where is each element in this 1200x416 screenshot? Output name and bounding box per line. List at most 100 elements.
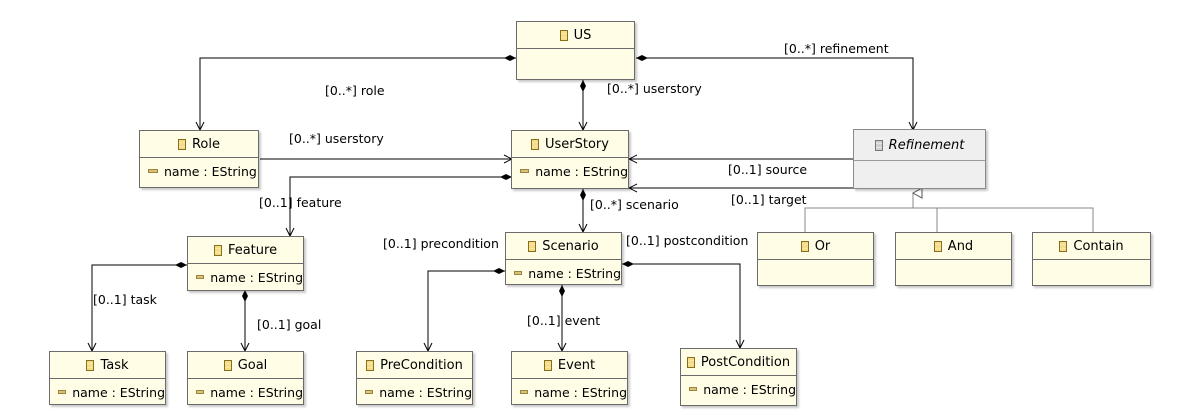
class-feature-name: Feature [227, 242, 278, 258]
edge-label-event: [0..1] event [527, 313, 601, 328]
class-task-header: Task [50, 352, 165, 378]
class-scenario-name: Scenario [542, 238, 599, 254]
class-goal-attr[interactable]: name : EString [188, 378, 303, 402]
class-us-body [517, 48, 634, 72]
class-userstory-name: UserStory [545, 136, 609, 152]
class-or-name: Or [814, 238, 831, 254]
edge-label-role: [0..*] role [325, 83, 385, 98]
class-postcondition-attr[interactable]: name : EString [681, 375, 796, 399]
class-event-name: Event [557, 357, 596, 373]
class-precondition-header: PreCondition [357, 352, 472, 378]
edge-label-postcondition: [0..1] postcondition [626, 233, 749, 248]
class-contain-name: Contain [1073, 238, 1124, 254]
attribute-icon [196, 275, 205, 279]
attribute-icon [196, 390, 205, 394]
class-role-name: Role [191, 136, 220, 152]
edge-label-feature: [0..1] feature [259, 195, 342, 210]
edge-label-scenario: [0..*] scenario [590, 197, 679, 212]
class-icon [543, 359, 552, 371]
class-icon [213, 244, 222, 256]
class-precondition-attr[interactable]: name : EString [357, 378, 472, 402]
class-goal-header: Goal [188, 352, 303, 378]
edge-label-role-userstory: [0..*] userstory [289, 131, 384, 146]
class-task-name: Task [100, 357, 129, 373]
class-icon [223, 359, 232, 371]
class-us-header: US [517, 22, 634, 48]
class-icon [686, 356, 695, 368]
class-icon [528, 240, 537, 252]
attribute-icon [520, 390, 529, 394]
edge-feature [290, 177, 512, 236]
class-role-header: Role [140, 131, 258, 157]
class-scenario[interactable]: Scenario name : EString [505, 232, 622, 285]
class-postcondition[interactable]: PostCondition name : EString [680, 348, 797, 406]
class-event-header: Event [512, 352, 627, 378]
generalization-branch [804, 207, 1094, 232]
attribute-icon [514, 271, 523, 275]
class-icon [559, 29, 568, 41]
class-userstory[interactable]: UserStory name : EString [511, 130, 629, 189]
class-icon [177, 138, 186, 150]
edge-label-precondition: [0..1] precondition [383, 236, 499, 251]
class-userstory-header: UserStory [512, 131, 628, 157]
class-event-attr[interactable]: name : EString [512, 378, 627, 402]
class-precondition[interactable]: PreCondition name : EString [356, 351, 473, 405]
class-task[interactable]: Task name : EString [49, 351, 166, 405]
edge-label-refinement: [0..*] refinement [784, 41, 889, 56]
class-refinement-body [854, 160, 985, 184]
attribute-icon [148, 169, 158, 173]
class-refinement-header: Refinement [854, 130, 985, 160]
class-refinement-name: Refinement [888, 137, 965, 153]
class-contain-header: Contain [1033, 233, 1150, 259]
class-postcondition-header: PostCondition [681, 349, 796, 375]
edge-role [200, 58, 516, 130]
class-postcondition-name: PostCondition [700, 354, 791, 370]
edge-label-task: [0..1] task [93, 292, 157, 307]
class-refinement[interactable]: Refinement [853, 129, 986, 189]
class-feature-attr[interactable]: name : EString [188, 263, 303, 287]
class-icon [86, 359, 95, 371]
class-icon [1059, 240, 1068, 252]
class-or-header: Or [758, 233, 873, 259]
class-or-body [758, 259, 873, 283]
attribute-icon [520, 169, 530, 173]
class-and[interactable]: And [895, 232, 1012, 286]
class-goal-name: Goal [237, 357, 268, 373]
abstract-class-icon [874, 139, 883, 151]
class-icon [366, 359, 375, 371]
attribute-icon [365, 390, 374, 394]
class-us[interactable]: US [516, 21, 635, 80]
class-scenario-header: Scenario [506, 233, 621, 259]
class-or[interactable]: Or [757, 232, 874, 286]
attribute-icon [689, 387, 698, 391]
class-us-name: US [573, 27, 592, 43]
class-icon [800, 240, 809, 252]
class-role-attr[interactable]: name : EString [140, 157, 258, 181]
class-goal[interactable]: Goal name : EString [187, 351, 304, 405]
edge-label-target: [0..1] target [731, 192, 807, 207]
class-and-body [896, 259, 1011, 283]
edge-label-goal: [0..1] goal [257, 317, 322, 332]
class-icon [531, 138, 539, 150]
attribute-icon [58, 390, 67, 394]
class-task-attr[interactable]: name : EString [50, 378, 165, 402]
class-role[interactable]: Role name : EString [139, 130, 259, 188]
edge-label-us-userstory: [0..*] userstory [607, 81, 702, 96]
edge-task [92, 265, 187, 351]
edge-refinement [636, 58, 913, 130]
class-and-header: And [896, 233, 1011, 259]
class-feature[interactable]: Feature name : EString [187, 236, 304, 291]
class-userstory-attr[interactable]: name : EString [512, 157, 628, 181]
class-contain-body [1033, 259, 1150, 283]
class-scenario-attr[interactable]: name : EString [506, 259, 621, 283]
class-event[interactable]: Event name : EString [511, 351, 628, 405]
edge-label-source: [0..1] source [728, 162, 808, 177]
class-and-name: And [947, 238, 974, 254]
class-icon [933, 240, 942, 252]
class-feature-header: Feature [188, 237, 303, 263]
class-contain[interactable]: Contain [1032, 232, 1151, 286]
edge-postcondition [622, 264, 740, 348]
class-precondition-name: PreCondition [380, 357, 463, 373]
edge-precondition [428, 271, 505, 351]
